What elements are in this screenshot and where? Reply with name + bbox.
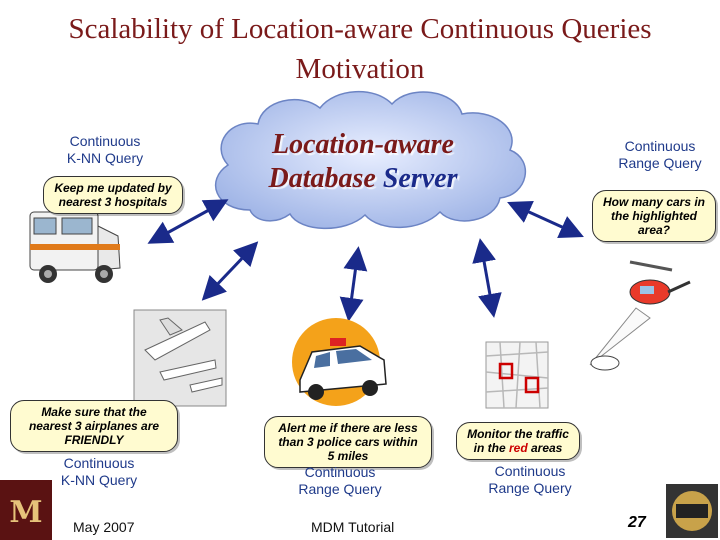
range-traffic-bubble-red: red [508, 441, 528, 455]
university-logo-right [666, 484, 718, 538]
knn-top-label: Continuous K-NN Query [40, 133, 170, 167]
knn-top-bubble-line-1: Keep me updated by [54, 181, 172, 195]
range-police-label-line-2: Range Query [298, 481, 382, 497]
range-police-label-line-1: Continuous [304, 464, 376, 480]
svg-text:M: M [9, 495, 42, 530]
range-traffic-label-line-2: Range Query [488, 480, 572, 496]
knn-bottom-label-line-1: Continuous [63, 455, 135, 471]
range-police-bubble-line-2: than 3 police cars within [278, 435, 418, 449]
knn-bottom-label: Continuous K-NN Query [34, 455, 164, 489]
server-label-line-1: Location-aware [272, 129, 454, 160]
range-traffic-label: Continuous Range Query [465, 463, 595, 497]
range-top-bubble-line-3: area? [637, 223, 671, 237]
helicopter-icon [589, 260, 691, 371]
range-top-bubble: How many cars in the highlighted area? [592, 190, 716, 242]
server-label-server: Server [382, 163, 458, 194]
university-logo-left: M [0, 480, 52, 540]
map-icon [485, 341, 549, 409]
range-police-bubble-line-1: Alert me if there are less [278, 421, 418, 435]
range-top-bubble-line-2: the highlighted [611, 209, 697, 223]
server-label-line-2: Database Server [238, 162, 488, 196]
range-police-bubble-line-3: 5 miles [327, 449, 369, 463]
server-label-database: Database [268, 163, 383, 194]
page-number: 27 [628, 514, 646, 531]
arrow-police [339, 246, 368, 322]
range-top-bubble-line-1: How many cars in [602, 195, 706, 209]
range-traffic-bubble-areas: areas [527, 441, 563, 455]
knn-bottom-label-line-2: K-NN Query [60, 472, 138, 488]
footer-date: May 2007 [73, 519, 135, 535]
arrow-traffic [472, 238, 502, 318]
server-label: Location-aware Database Server [238, 128, 488, 196]
range-police-bubble: Alert me if there are less than 3 police… [264, 416, 432, 468]
knn-top-bubble: Keep me updated by nearest 3 hospitals [43, 176, 183, 214]
range-traffic-label-line-1: Continuous [494, 463, 566, 479]
knn-bottom-bubble-line-3: FRIENDLY [64, 433, 124, 447]
knn-bottom-bubble-line-1: Make sure that the [41, 405, 147, 419]
range-traffic-bubble: Monitor the traffic in the red areas [456, 422, 580, 460]
range-traffic-bubble-line-2: in the red areas [465, 441, 571, 455]
knn-bottom-bubble-line-2: nearest 3 airplanes are [28, 419, 160, 433]
knn-top-label-line-1: Continuous [69, 133, 141, 149]
airplanes-icon [133, 309, 227, 407]
server-cloud [214, 91, 527, 230]
footer-title: MDM Tutorial [311, 519, 395, 535]
range-top-label-line-2: Range Query [618, 155, 702, 171]
title-line-2: Motivation [295, 53, 425, 85]
range-top-label-line-1: Continuous [624, 138, 696, 154]
ambulance-icon [29, 211, 121, 283]
police-car-icon [292, 318, 387, 406]
arrow-knn-top [147, 199, 229, 244]
knn-top-label-line-2: K-NN Query [66, 150, 144, 166]
range-police-label: Continuous Range Query [275, 464, 405, 498]
knn-bottom-bubble: Make sure that the nearest 3 airplanes a… [10, 400, 178, 452]
range-top-label: Continuous Range Query [600, 138, 720, 172]
range-traffic-bubble-in-the: in the [473, 441, 509, 455]
title-line-1: Scalability of Location-aware Continuous… [68, 13, 652, 45]
range-traffic-bubble-line-1: Monitor the traffic [467, 427, 569, 441]
knn-top-bubble-line-2: nearest 3 hospitals [58, 195, 168, 209]
arrow-range-top [507, 201, 584, 238]
arrow-airplanes [201, 241, 259, 301]
arrows [147, 199, 584, 322]
